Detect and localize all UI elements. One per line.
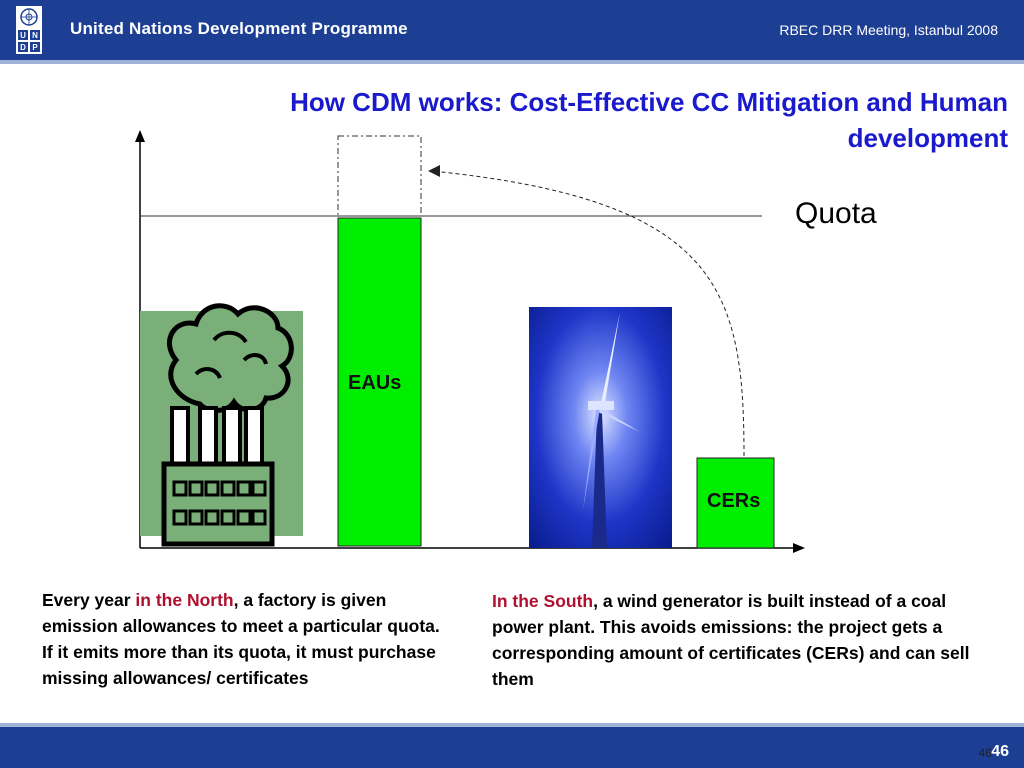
factory-icon	[140, 303, 303, 547]
org-name: United Nations Development Programme	[70, 19, 408, 38]
svg-text:D: D	[20, 43, 26, 52]
transfer-arrow	[428, 165, 745, 457]
south-highlight: In the South	[492, 591, 594, 611]
svg-text:U: U	[20, 31, 26, 40]
excess-emissions-box	[337, 135, 422, 217]
eaus-bar	[337, 217, 422, 547]
footer-bar	[0, 727, 1024, 768]
quota-label: Quota	[795, 197, 877, 230]
south-caption-text: , a wind generator is built instead of a…	[492, 591, 970, 689]
north-caption-text: , a factory is given emission allowances…	[42, 590, 440, 688]
svg-text:N: N	[32, 31, 38, 40]
cers-label: CERs	[707, 490, 761, 512]
slide-title: How CDM works: Cost-Effective CC Mitigat…	[290, 87, 1008, 153]
header-bar: U N D P United Nations Development Progr…	[0, 0, 1024, 60]
meeting-title: RBEC DRR Meeting, Istanbul 2008	[779, 22, 998, 38]
svg-text:P: P	[32, 43, 38, 52]
north-caption-prefix: Every year	[42, 590, 136, 610]
eaus-label: EAUs	[348, 372, 402, 394]
footer-divider	[0, 723, 1024, 727]
header-divider	[0, 60, 1024, 64]
wind-turbine-icon	[529, 307, 672, 548]
cers-bar	[696, 457, 775, 549]
page-number-shadow: 46	[978, 746, 992, 760]
north-caption: Every year in the North, a factory is gi…	[42, 587, 442, 691]
page-number: 46	[991, 743, 1009, 760]
north-highlight: in the North	[135, 590, 234, 610]
south-caption: In the South, a wind generator is built …	[492, 588, 1002, 692]
undp-logo-icon: U N D P	[16, 6, 42, 54]
